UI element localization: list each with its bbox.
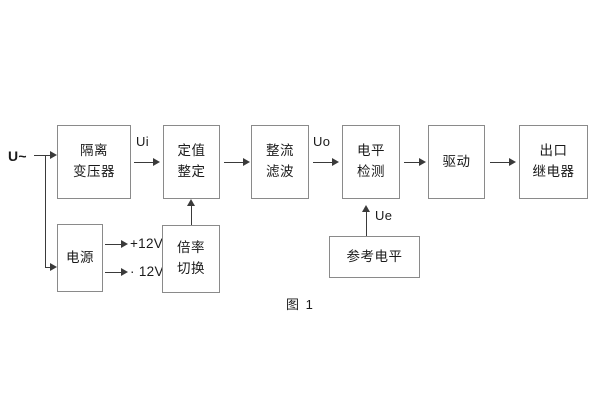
block-driver[interactable]: 驱动 — [428, 125, 485, 199]
arrow-level-to-driver-line — [404, 161, 421, 163]
input-voltage-label: U~ — [8, 148, 27, 164]
arrow-ratio-to-setting-line — [190, 206, 192, 225]
ratio-switch-line-1: 倍率 — [177, 240, 205, 256]
block-ratio-switch[interactable]: 倍率 切换 — [162, 225, 220, 293]
arrow-level-to-driver-head — [419, 157, 426, 166]
setting-value-line-1: 定值 — [177, 143, 206, 159]
rail-positive-label: +12V — [130, 236, 164, 251]
output-relay-line-2: 继电器 — [532, 164, 575, 179]
input-branch-top-line — [45, 154, 54, 156]
rail-negative-label: · 12V — [130, 264, 164, 279]
level-detect-line-2: 检测 — [357, 164, 385, 179]
arrow-driver-to-relay-line — [490, 161, 511, 163]
rail-negative-arrowhead — [121, 267, 128, 276]
arrow-driver-to-relay-head — [509, 157, 516, 166]
input-branch-top-arrowhead — [50, 150, 57, 159]
input-stub-line — [34, 154, 46, 156]
arrow-uo-head — [332, 157, 339, 166]
input-branch-bottom-arrowhead — [50, 262, 57, 271]
block-reference-level[interactable]: 参考电平 — [329, 236, 420, 278]
block-output-relay[interactable]: 出口 继电器 — [519, 125, 588, 199]
figure-caption: 图 1 — [286, 297, 315, 312]
rectify-filter-line-2: 滤波 — [266, 164, 294, 179]
block-setting-value[interactable]: 定值 整定 — [163, 125, 220, 199]
signal-label-uo: Uo — [313, 134, 331, 149]
arrow-ratio-to-setting-head — [186, 199, 195, 206]
rail-positive-arrowhead — [121, 239, 128, 248]
arrow-uo-line — [313, 161, 334, 163]
input-branch-vertical — [45, 154, 47, 268]
block-level-detect[interactable]: 电平 检测 — [342, 125, 400, 199]
signal-label-ue: Ue — [375, 208, 393, 223]
level-detect-line-1: 电平 — [357, 143, 385, 159]
block-isolation-transformer[interactable]: 隔离 变压器 — [57, 125, 131, 199]
arrow-setting-to-rectify-line — [224, 161, 245, 163]
arrow-ue-line — [366, 212, 368, 236]
output-relay-line-1: 出口 — [539, 143, 568, 159]
driver-line-1: 驱动 — [442, 153, 471, 169]
input-branch-bottom-line — [45, 266, 54, 268]
isolation-transformer-line-1: 隔离 — [80, 143, 108, 159]
rail-positive-line — [105, 243, 123, 245]
reference-level-line-1: 参考电平 — [346, 248, 403, 264]
rectify-filter-line-1: 整流 — [266, 143, 294, 159]
arrow-ue-head — [362, 205, 371, 212]
isolation-transformer-line-2: 变压器 — [73, 164, 115, 179]
setting-value-line-2: 整定 — [177, 164, 206, 179]
block-rectify-filter[interactable]: 整流 滤波 — [251, 125, 309, 199]
block-power-supply[interactable]: 电源 — [57, 224, 103, 292]
arrow-setting-to-rectify-head — [243, 157, 250, 166]
arrow-ui-line — [134, 161, 155, 163]
power-supply-line-1: 电源 — [66, 249, 94, 265]
signal-label-ui: Ui — [136, 134, 149, 149]
ratio-switch-line-2: 切换 — [177, 261, 205, 276]
arrow-ui-head — [153, 157, 160, 166]
rail-negative-line — [105, 271, 123, 273]
